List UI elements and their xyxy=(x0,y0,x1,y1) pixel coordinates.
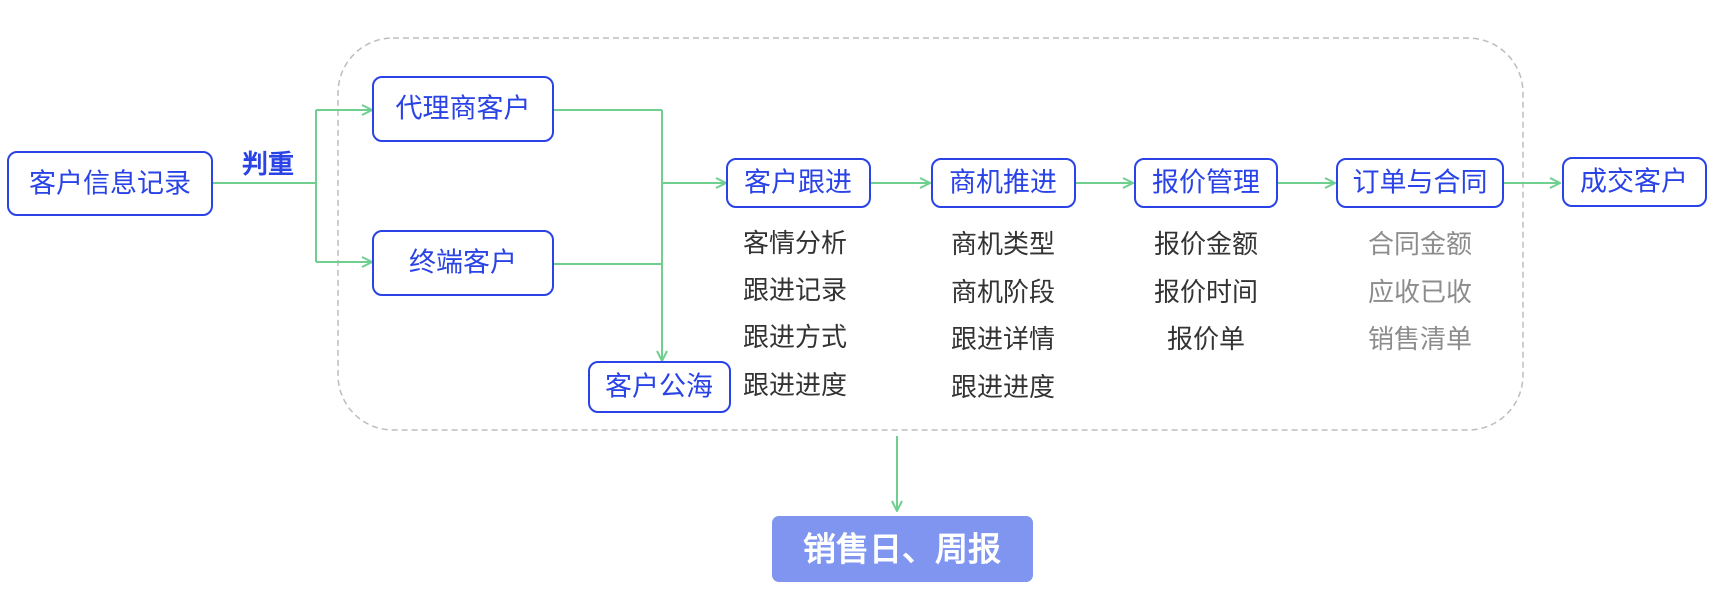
node-opportunity-label: 商机推进 xyxy=(949,168,1057,199)
node-customer-pool[interactable]: 客户公海 xyxy=(588,361,731,413)
node-customer-info-record-label: 客户信息记录 xyxy=(29,169,191,200)
node-opportunity[interactable]: 商机推进 xyxy=(931,158,1076,208)
node-customer-info-record[interactable]: 客户信息记录 xyxy=(7,151,213,216)
node-terminal-customer-label: 终端客户 xyxy=(409,248,517,279)
node-customer-pool-label: 客户公海 xyxy=(605,372,713,403)
node-terminal-customer[interactable]: 终端客户 xyxy=(372,230,554,296)
node-agent-customer[interactable]: 代理商客户 xyxy=(372,76,554,142)
node-quotation[interactable]: 报价管理 xyxy=(1134,158,1278,208)
detail-item: 报价时间 xyxy=(1154,278,1258,308)
process-frame xyxy=(337,37,1524,431)
details-customer-followup: 客情分析 跟进记录 跟进方式 跟进进度 xyxy=(743,229,847,401)
detail-item: 商机类型 xyxy=(951,230,1055,260)
dedup-label: 判重 xyxy=(242,150,294,180)
detail-item: 合同金额 xyxy=(1368,230,1472,260)
details-quotation: 报价金额 报价时间 报价单 xyxy=(1154,230,1258,355)
detail-item: 商机阶段 xyxy=(951,278,1055,308)
detail-item: 销售清单 xyxy=(1368,325,1472,355)
edges xyxy=(212,110,1560,511)
node-sales-report-label: 销售日、周报 xyxy=(803,530,1001,569)
node-quotation-label: 报价管理 xyxy=(1152,168,1260,199)
details-order-contract: 合同金额 应收已收 销售清单 xyxy=(1368,230,1472,355)
detail-item: 跟进方式 xyxy=(743,323,847,353)
node-order-contract[interactable]: 订单与合同 xyxy=(1336,158,1504,208)
detail-item: 跟进记录 xyxy=(743,276,847,306)
detail-item: 跟进进度 xyxy=(743,371,847,401)
detail-item: 报价金额 xyxy=(1154,230,1258,260)
node-order-contract-label: 订单与合同 xyxy=(1353,168,1488,199)
detail-item: 客情分析 xyxy=(743,229,847,259)
detail-item: 跟进详情 xyxy=(951,325,1055,355)
node-customer-followup-label: 客户跟进 xyxy=(744,168,852,199)
node-closed-customer-label: 成交客户 xyxy=(1580,167,1688,198)
detail-item: 报价单 xyxy=(1167,325,1245,355)
node-closed-customer[interactable]: 成交客户 xyxy=(1562,157,1707,207)
node-agent-customer-label: 代理商客户 xyxy=(396,94,531,125)
details-opportunity: 商机类型 商机阶段 跟进详情 跟进进度 xyxy=(951,230,1055,403)
detail-item: 跟进进度 xyxy=(951,373,1055,403)
node-customer-followup[interactable]: 客户跟进 xyxy=(726,158,871,208)
detail-item: 应收已收 xyxy=(1368,278,1472,308)
node-sales-report[interactable]: 销售日、周报 xyxy=(772,516,1033,582)
